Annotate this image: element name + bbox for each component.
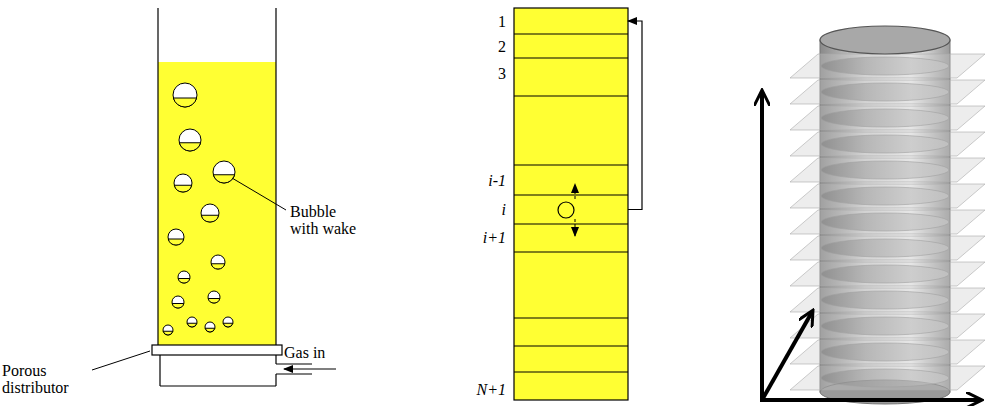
axis-arrow [760,92,764,402]
slice-plane [790,314,985,338]
cell-band: i+1 [514,224,628,252]
cell-boundary [514,345,628,346]
cell-band: i [514,195,628,224]
bubble [205,322,215,332]
wake [211,264,225,269]
axis-arrow [760,398,980,402]
slice-plane [790,236,985,260]
slice-plane [790,340,985,364]
bubble [178,271,190,283]
wake [179,143,200,151]
bubbles [163,83,235,335]
cell-band: 3 [514,58,628,96]
leader-line [92,351,150,370]
bubble [208,291,220,303]
wake [205,328,215,332]
sliced-cylinder [760,26,985,404]
wake [174,185,191,192]
cell-number: i+1 [483,229,506,246]
wake [178,279,190,284]
bubble [213,161,235,183]
bubble [211,255,225,269]
cell-number: 2 [498,38,506,55]
wake [173,98,196,107]
axis-arrow [762,312,812,400]
recycle-connector [628,21,642,210]
wake [223,323,233,327]
cell-band: N+1 [514,372,628,400]
cell-boundary [514,95,628,96]
bubble [201,204,219,222]
wake [208,299,220,304]
compartment-column [514,8,628,400]
liquid [158,62,276,345]
cell-boundary [514,371,628,372]
cell-boundary [514,251,628,252]
wake [163,331,173,335]
bubble [173,83,197,107]
cell-number: N+1 [477,381,506,398]
bubble [172,296,184,308]
slice-plane [790,158,985,182]
wake [168,239,183,245]
callout-label: Gas in [284,344,344,361]
cell-number: 1 [498,13,506,30]
slice-plane [790,106,985,130]
dispersion-arrow [575,219,576,236]
slice-plane [790,54,985,78]
cell-band: 1 [514,8,628,34]
wake [201,215,218,222]
cell-band: i-1 [514,165,628,195]
wake [213,175,234,183]
bubble [223,317,233,327]
cell-boundary [514,164,628,165]
cell-boundary [514,57,628,58]
callout-label: Bubble with wake [290,203,368,237]
cell-boundary [514,223,628,224]
dispersion-arrow [575,184,576,199]
gas-arrow [284,368,336,369]
bubble [174,174,192,192]
slice-plane [790,262,985,286]
bubble [558,202,574,218]
slice-plane [790,132,985,156]
cell-number: i [502,201,506,218]
cell-boundary [514,317,628,318]
cell-band: 2 [514,34,628,58]
bubble [168,229,184,245]
leader-line [232,178,286,210]
callout-label: Porous distributor [2,362,88,396]
slice-plane [790,210,985,234]
cell-number: i-1 [488,172,506,189]
slice-plane [790,184,985,208]
cell-boundary [514,194,628,195]
wake [172,304,184,309]
bubble [187,317,197,327]
slice-plane [790,288,985,312]
wake [187,323,197,327]
bubble-column [92,8,336,386]
slice-plane [790,80,985,104]
slice-plane [790,366,985,390]
bubble [179,129,201,151]
cell-number: 3 [498,65,506,82]
porous-distributor [152,345,282,355]
bubble [163,325,173,335]
cell-boundary [514,33,628,34]
